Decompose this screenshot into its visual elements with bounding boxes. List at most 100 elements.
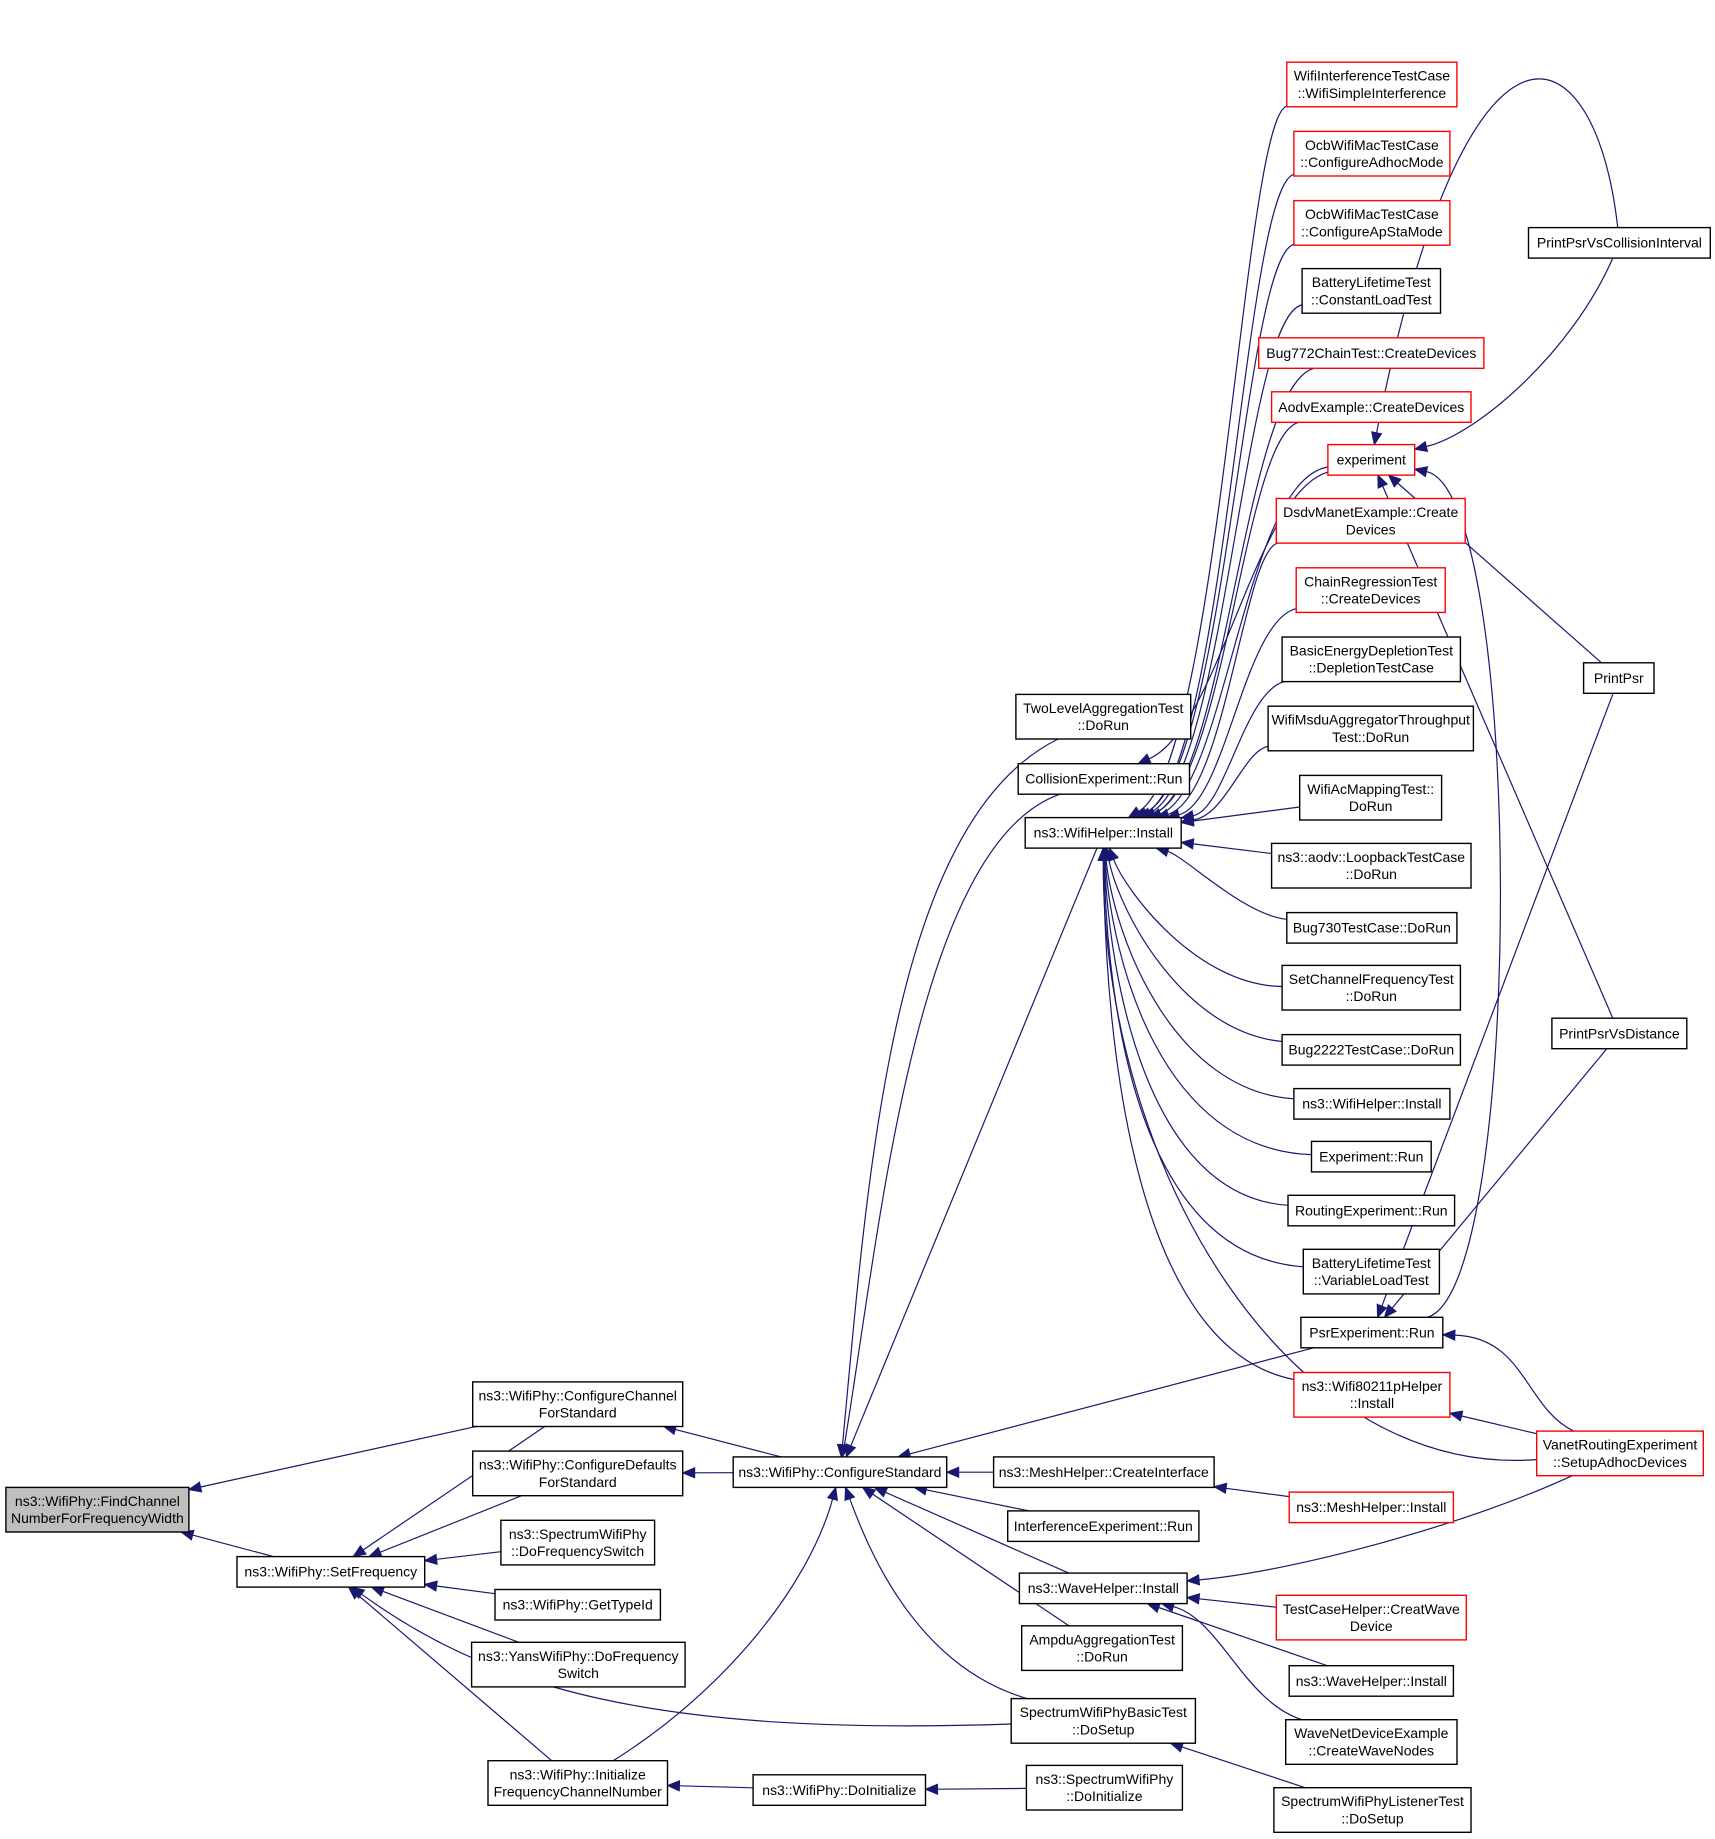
node-box-yansdofs[interactable] — [470, 1641, 686, 1688]
node-box-wifi80211p[interactable] — [1293, 1371, 1451, 1418]
node-box-dsdv[interactable] — [1275, 497, 1466, 544]
node-exprun[interactable]: Experiment::Run — [1310, 1140, 1432, 1173]
node-wavehelper[interactable]: ns3::WaveHelper::Install — [1018, 1572, 1188, 1605]
node-box-chainreg[interactable] — [1295, 567, 1446, 614]
node-confdef[interactable]: ns3::WifiPhy::ConfigureDefaultsForStanda… — [472, 1450, 684, 1497]
node-confstd[interactable]: ns3::WifiPhy::ConfigureStandard — [732, 1456, 948, 1489]
node-wifiinterf[interactable]: WifiInterferenceTestCase::WifiSimpleInte… — [1286, 61, 1458, 108]
node-interfexp[interactable]: InterferenceExperiment::Run — [1007, 1510, 1200, 1543]
node-specdoinit[interactable]: ns3::SpectrumWifiPhy::DoInitialize — [1025, 1764, 1184, 1811]
node-box-twolevel[interactable] — [1015, 693, 1192, 740]
node-wifi80211p[interactable]: ns3::Wifi80211pHelper::Install — [1293, 1371, 1451, 1418]
node-box-battconst[interactable] — [1301, 267, 1442, 314]
node-box-specbasic[interactable] — [1010, 1697, 1197, 1744]
node-bug2222[interactable]: Bug2222TestCase::DoRun — [1281, 1033, 1462, 1066]
node-box-bug2222[interactable] — [1281, 1033, 1462, 1066]
node-printdist[interactable]: PrintPsrVsDistance — [1551, 1017, 1688, 1050]
node-wifihelper[interactable]: ns3::WifiHelper::Install — [1024, 816, 1182, 849]
node-vanet[interactable]: VanetRoutingExperiment::SetupAdhocDevice… — [1535, 1430, 1704, 1477]
node-box-confchan[interactable] — [472, 1381, 684, 1428]
node-box-collexp[interactable] — [1017, 763, 1191, 795]
node-box-meshinstall[interactable] — [1288, 1491, 1455, 1524]
node-bug772[interactable]: Bug772ChainTest::CreateDevices — [1257, 337, 1485, 369]
node-collexp[interactable]: CollisionExperiment::Run — [1017, 763, 1191, 795]
node-bug730[interactable]: Bug730TestCase::DoRun — [1286, 911, 1458, 944]
node-speclistener[interactable]: SpectrumWifiPhyListenerTest::DoSetup — [1273, 1786, 1472, 1833]
node-box-confdef[interactable] — [472, 1450, 684, 1497]
node-box-acmap[interactable] — [1298, 774, 1443, 821]
node-box-ocbadhoc[interactable] — [1293, 130, 1451, 177]
node-setchanfreq[interactable]: SetChannelFrequencyTest::DoRun — [1281, 964, 1462, 1011]
node-box-interfexp[interactable] — [1007, 1510, 1200, 1543]
node-box-ocbapsta[interactable] — [1293, 199, 1451, 246]
node-specbasic[interactable]: SpectrumWifiPhyBasicTest::DoSetup — [1010, 1697, 1197, 1744]
node-wifihelper2[interactable]: ns3::WifiHelper::Install — [1293, 1087, 1451, 1120]
node-box-experiment[interactable] — [1327, 443, 1416, 476]
node-box-exprun[interactable] — [1310, 1140, 1432, 1173]
node-box-setfreq[interactable] — [236, 1555, 426, 1588]
node-box-vanet[interactable] — [1535, 1430, 1704, 1477]
node-box-doinit[interactable] — [752, 1774, 927, 1807]
node-box-psrexp[interactable] — [1300, 1316, 1444, 1349]
node-box-routingexp[interactable] — [1287, 1194, 1456, 1227]
node-box-tchelper[interactable] — [1275, 1594, 1468, 1641]
node-box-basicenergy[interactable] — [1281, 636, 1462, 683]
node-ampdu[interactable]: AmpduAggregationTest::DoRun — [1021, 1625, 1184, 1672]
node-yansdofs[interactable]: ns3::YansWifiPhy::DoFrequencySwitch — [470, 1641, 686, 1688]
node-gettypeid[interactable]: ns3::WifiPhy::GetTypeId — [494, 1588, 662, 1621]
node-box-ampdu[interactable] — [1021, 1625, 1184, 1672]
node-setfreq[interactable]: ns3::WifiPhy::SetFrequency — [236, 1555, 426, 1588]
node-doinit[interactable]: ns3::WifiPhy::DoInitialize — [752, 1774, 927, 1807]
node-wavehelper2[interactable]: ns3::WaveHelper::Install — [1288, 1664, 1455, 1697]
node-box-meshci[interactable] — [992, 1456, 1215, 1489]
node-box-msdu[interactable] — [1267, 705, 1475, 752]
node-experiment[interactable]: experiment — [1327, 443, 1416, 476]
node-box-wifihelper[interactable] — [1024, 816, 1182, 849]
node-box-battvar[interactable] — [1302, 1248, 1441, 1295]
node-ocbapsta[interactable]: OcbWifiMacTestCase::ConfigureApStaMode — [1293, 199, 1451, 246]
node-box-specdoinit[interactable] — [1025, 1764, 1184, 1811]
node-box-initfreq[interactable] — [487, 1759, 669, 1806]
node-box-bug730[interactable] — [1286, 911, 1458, 944]
node-aodvex[interactable]: AodvExample::CreateDevices — [1270, 391, 1472, 423]
node-specdofs[interactable]: ns3::SpectrumWifiPhy::DoFrequencySwitch — [500, 1519, 656, 1566]
node-psrexp[interactable]: PsrExperiment::Run — [1300, 1316, 1444, 1349]
node-confchan[interactable]: ns3::WifiPhy::ConfigureChannelForStandar… — [472, 1381, 684, 1428]
node-box-wavehelper[interactable] — [1018, 1572, 1188, 1605]
node-box-confstd[interactable] — [732, 1456, 948, 1489]
node-twolevel[interactable]: TwoLevelAggregationTest::DoRun — [1015, 693, 1192, 740]
node-routingexp[interactable]: RoutingExperiment::Run — [1287, 1194, 1456, 1227]
node-battvar[interactable]: BatteryLifetimeTest::VariableLoadTest — [1302, 1248, 1441, 1295]
node-root[interactable]: ns3::WifiPhy::FindChannelNumberForFreque… — [5, 1486, 190, 1533]
node-box-wavenet[interactable] — [1284, 1718, 1458, 1765]
node-printcoll[interactable]: PrintPsrVsCollisionInterval — [1527, 226, 1712, 259]
node-box-speclistener[interactable] — [1273, 1786, 1472, 1833]
node-chainreg[interactable]: ChainRegressionTest::CreateDevices — [1295, 567, 1446, 614]
node-ocbadhoc[interactable]: OcbWifiMacTestCase::ConfigureAdhocMode — [1293, 130, 1451, 177]
node-initfreq[interactable]: ns3::WifiPhy::InitializeFrequencyChannel… — [487, 1759, 669, 1806]
node-battconst[interactable]: BatteryLifetimeTest::ConstantLoadTest — [1301, 267, 1442, 314]
node-dsdv[interactable]: DsdvManetExample::CreateDevices — [1275, 497, 1466, 544]
node-acmap[interactable]: WifiAcMappingTest::DoRun — [1298, 774, 1443, 821]
node-basicenergy[interactable]: BasicEnergyDepletionTest::DepletionTestC… — [1281, 636, 1462, 683]
node-box-gettypeid[interactable] — [494, 1588, 662, 1621]
node-printpsr[interactable]: PrintPsr — [1582, 662, 1655, 694]
node-box-printpsr[interactable] — [1582, 662, 1655, 694]
node-box-specdofs[interactable] — [500, 1519, 656, 1566]
node-box-aodvloop[interactable] — [1270, 842, 1472, 889]
node-aodvloop[interactable]: ns3::aodv::LoopbackTestCase::DoRun — [1270, 842, 1472, 889]
node-box-printdist[interactable] — [1551, 1017, 1688, 1050]
node-box-bug772[interactable] — [1257, 337, 1485, 369]
node-box-aodvex[interactable] — [1270, 391, 1472, 423]
node-box-wavehelper2[interactable] — [1288, 1664, 1455, 1697]
node-wavenet[interactable]: WaveNetDeviceExample::CreateWaveNodes — [1284, 1718, 1458, 1765]
node-box-setchanfreq[interactable] — [1281, 964, 1462, 1011]
node-box-wifihelper2[interactable] — [1293, 1087, 1451, 1120]
node-meshinstall[interactable]: ns3::MeshHelper::Install — [1288, 1491, 1455, 1524]
node-box-root[interactable] — [5, 1486, 190, 1533]
node-meshci[interactable]: ns3::MeshHelper::CreateInterface — [992, 1456, 1215, 1489]
node-box-printcoll[interactable] — [1527, 226, 1712, 259]
node-box-wifiinterf[interactable] — [1286, 61, 1458, 108]
